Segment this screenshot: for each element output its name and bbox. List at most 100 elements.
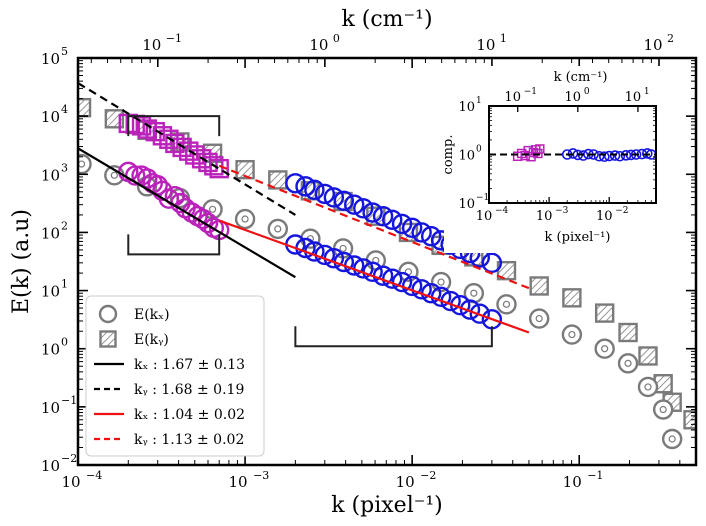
ex-marker-13 xyxy=(496,294,517,315)
inset-top-tick-label: 10 xyxy=(625,90,642,105)
ey-blue-marker-10 xyxy=(382,209,403,230)
ex-marker-18 xyxy=(637,376,659,398)
ey-magenta-marker-13 xyxy=(204,156,224,176)
fit3-line xyxy=(218,219,530,334)
ex-star-1 xyxy=(110,171,118,179)
inset-blue-marker xyxy=(567,148,579,159)
legend-label-fit2: kᵧ : 1.68 ± 0.19 xyxy=(134,382,244,398)
ex-blue-marker-19 xyxy=(469,303,490,324)
ex-blue-marker-18 xyxy=(459,299,481,320)
inset-top-tick-exp: −1 xyxy=(524,87,537,97)
ey-marker-21 xyxy=(683,410,696,430)
ex-magenta-marker-14 xyxy=(197,212,219,234)
y-tick-exp: −2 xyxy=(61,452,77,465)
ey-blue-marker-1 xyxy=(295,176,316,197)
inset-blue-marker xyxy=(603,150,615,162)
ey-blue-marker-8 xyxy=(362,202,383,223)
ex-star-15 xyxy=(568,330,576,339)
legend-label-fit4: kᵧ : 1.13 ± 0.02 xyxy=(134,432,244,448)
ex-star-12 xyxy=(470,289,478,297)
ey-marker-15 xyxy=(562,288,582,308)
x-axis-title: k (pixel⁻¹) xyxy=(331,493,443,518)
bracket-bottom-right xyxy=(294,326,493,348)
ey-marker-18 xyxy=(638,346,658,366)
plot-frame xyxy=(76,56,698,467)
y-tick-exp: 3 xyxy=(61,161,68,174)
ex-star-5 xyxy=(241,215,249,223)
y-tick-exp: 5 xyxy=(61,45,68,58)
y-tick-exp: 4 xyxy=(61,103,68,116)
inset-blue-marker xyxy=(609,150,621,161)
ey-blue-marker-3 xyxy=(314,183,335,205)
top-tick-exp-3: 2 xyxy=(667,32,674,45)
inset-x-tick-exp: −3 xyxy=(555,206,569,216)
y-tick-label: 10 xyxy=(41,399,60,417)
y-tick-label: 10 xyxy=(41,283,60,301)
ey-marker-14 xyxy=(529,276,549,296)
ex-marker-0 xyxy=(78,153,92,175)
inset-top-tick-exp: 0 xyxy=(584,87,590,97)
ex-star-6 xyxy=(274,225,282,233)
inset-magenta-marker xyxy=(535,144,545,154)
inset-top-title: k (cm⁻¹) xyxy=(554,70,608,85)
y-tick-label: 10 xyxy=(41,457,60,475)
inset-x-tick-label: 10 xyxy=(596,209,613,224)
inset-y-tick-label: 10 xyxy=(458,197,475,212)
ey-magenta-marker-12 xyxy=(198,152,218,173)
ey-marker-17 xyxy=(618,322,638,343)
ex-marker-20 xyxy=(661,428,683,450)
inset-blue-marker xyxy=(577,150,589,161)
inset-y-tick-exp: 0 xyxy=(476,145,482,155)
y-axis-title: E(k) (a.u) xyxy=(9,209,34,314)
y-tick-exp: 1 xyxy=(61,278,68,291)
y-tick-exp: 2 xyxy=(61,219,68,232)
x-tick-exp-0: −4 xyxy=(86,469,102,482)
inset-blue-marker xyxy=(630,149,642,160)
ey-blue-marker-11 xyxy=(391,213,413,235)
ey-blue-marker-20 xyxy=(481,252,503,274)
top-tick-label-1: 10 xyxy=(309,36,328,54)
ex-marker-5 xyxy=(234,208,256,230)
ey-marker-0 xyxy=(78,97,92,118)
ex-star-16 xyxy=(601,345,609,353)
ex-star-4 xyxy=(208,205,217,213)
ey-magenta-marker-11 xyxy=(191,149,212,169)
inset-y-tick-exp: −1 xyxy=(476,193,489,203)
ex-marker-19 xyxy=(652,399,674,420)
fit4-line xyxy=(218,164,530,290)
x-tick-exp-2: −2 xyxy=(420,469,436,482)
ey-blue-marker-6 xyxy=(344,194,365,215)
y-tick-exp: 0 xyxy=(61,336,68,349)
ex-star-19 xyxy=(659,405,667,414)
ex-marker-17 xyxy=(617,353,639,374)
legend-box xyxy=(85,295,265,457)
ey-blue-marker-4 xyxy=(323,187,345,208)
ex-star-13 xyxy=(502,300,511,308)
bracket-top-left xyxy=(127,115,221,137)
ex-marker-16 xyxy=(594,338,615,359)
ey-blue-marker-7 xyxy=(353,198,374,219)
ey-blue-marker-13 xyxy=(411,222,432,243)
x-tick-exp-1: −3 xyxy=(253,469,269,482)
inset-top-tick-exp: 1 xyxy=(644,87,650,97)
ex-magenta-marker-5 xyxy=(147,174,168,196)
inset-x-title: k (pixel⁻¹) xyxy=(545,230,611,245)
ey-blue-marker-12 xyxy=(401,217,423,239)
plot-marks xyxy=(78,82,696,450)
inset-blue-marker xyxy=(599,151,610,163)
inset-blue-marker xyxy=(593,150,605,162)
ey-marker-16 xyxy=(594,303,615,323)
ey-marker-5 xyxy=(235,159,255,180)
ey-blue-marker-2 xyxy=(304,179,325,201)
inset-blue-marker xyxy=(614,150,626,162)
y-tick-label: 10 xyxy=(41,166,60,184)
inset-y-title: comp. xyxy=(441,135,456,175)
ex-blue-marker-11 xyxy=(391,271,413,293)
inset-x-tick-exp: −4 xyxy=(495,206,509,216)
x-tick-exp-3: −1 xyxy=(587,469,603,482)
inset-x-tick-exp: −2 xyxy=(615,206,628,216)
y-tick-label: 10 xyxy=(41,50,60,68)
